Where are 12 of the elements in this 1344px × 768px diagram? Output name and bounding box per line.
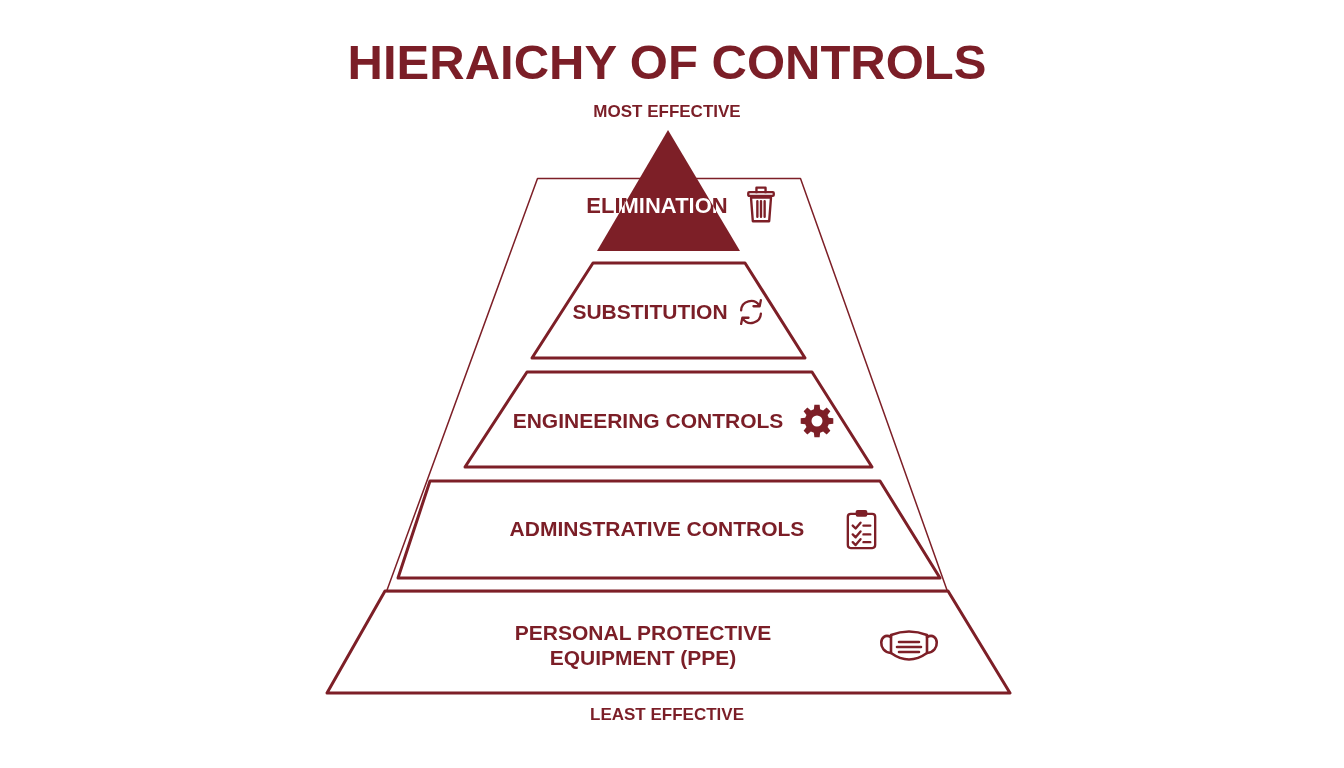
pyramid-tier (462, 369, 875, 470)
pyramid-tier (395, 478, 943, 581)
effectiveness-label: MOST EFFECTIVE (593, 101, 741, 123)
pyramid-tier (324, 588, 1013, 696)
pyramid-outline (384, 176, 949, 593)
tier-label: PERSONAL PROTECTIVE EQUIPMENT (PPE) (513, 619, 773, 671)
tier-label: SUBSTITUTION (572, 299, 728, 325)
tier-label: ADMINSTRATIVE CONTROLS (509, 516, 805, 542)
effectiveness-label: LEAST EFFECTIVE (590, 704, 744, 726)
pyramid-tier (529, 260, 808, 361)
diagram-title: HIERAICHY OF CONTROLS (347, 33, 987, 91)
tier-label: ENGINEERING CONTROLS (512, 408, 784, 434)
